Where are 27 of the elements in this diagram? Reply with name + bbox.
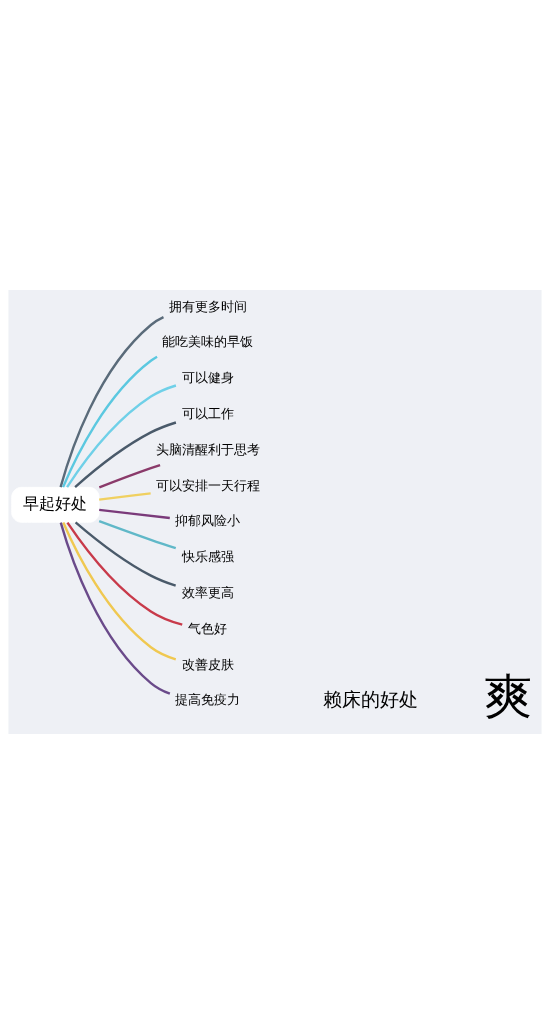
connector bbox=[99, 508, 170, 520]
node-text: 能吃美味的早饭 bbox=[162, 334, 254, 350]
node-text: 头脑清醒利于思考 bbox=[155, 441, 260, 457]
label: 爽 bbox=[483, 669, 532, 725]
connector bbox=[61, 355, 158, 488]
connector bbox=[59, 316, 165, 488]
connector bbox=[59, 522, 171, 695]
label: 赖床的好处 bbox=[323, 688, 419, 712]
connector bbox=[74, 421, 177, 488]
node-text: 提高免疫力 bbox=[175, 692, 241, 708]
connector bbox=[98, 464, 161, 489]
node-text: 抑郁风险小 bbox=[175, 513, 241, 529]
node-text: 快乐感强 bbox=[181, 549, 234, 565]
node-text: 可以工作 bbox=[181, 405, 234, 421]
connector bbox=[66, 521, 183, 626]
connector bbox=[74, 521, 177, 587]
node-text: 效率更高 bbox=[181, 584, 234, 600]
node-text: 可以健身 bbox=[181, 370, 234, 386]
connector bbox=[66, 384, 177, 488]
connector bbox=[98, 520, 177, 550]
connector bbox=[99, 492, 151, 501]
node-box: 早起好处 bbox=[11, 486, 100, 523]
connector bbox=[62, 522, 177, 661]
node-text: 可以安排一天行程 bbox=[155, 477, 260, 493]
node-text: 气色好 bbox=[188, 620, 228, 636]
node-text: 拥有更多时间 bbox=[168, 298, 247, 314]
node-text: 改善皮肤 bbox=[181, 656, 234, 672]
